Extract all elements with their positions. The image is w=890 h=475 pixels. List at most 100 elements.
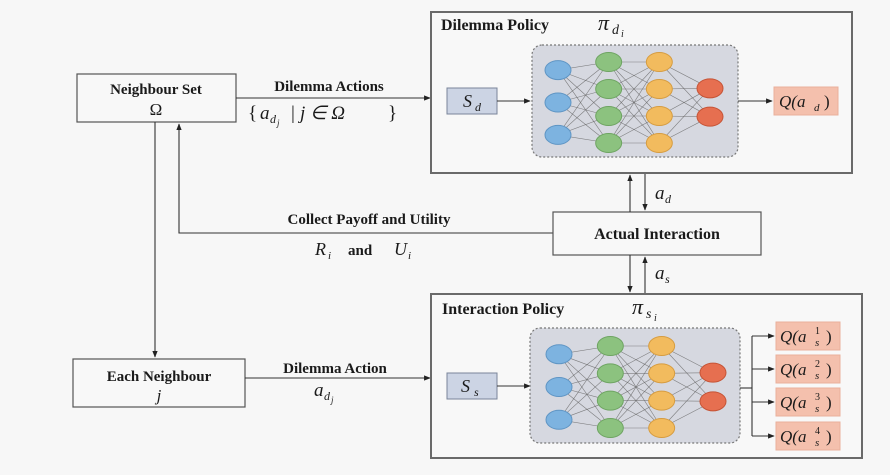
state-d-box: [446, 87, 498, 115]
network-edge: [608, 88, 660, 144]
q-close: ): [824, 92, 830, 111]
q-s-box: [775, 354, 841, 384]
math-rest: | j ∈ Ω: [290, 103, 345, 124]
math-r-sub: i: [328, 250, 331, 262]
network-edge: [608, 61, 660, 117]
dilemma-action-math: a d j: [314, 380, 334, 405]
math-sub: d: [665, 192, 672, 206]
network-node-layer-2: [595, 52, 623, 72]
network-edge: [558, 345, 611, 420]
network-node-layer-3: [645, 52, 673, 72]
q-sup: 2: [815, 359, 820, 370]
collect-payoff-math: R i and U i: [314, 239, 411, 262]
dilemma-actions-math: { a d j | j ∈ Ω }: [248, 103, 397, 128]
q-sub: s: [815, 403, 819, 415]
network-edge: [610, 373, 662, 429]
pi-symbol: π: [632, 294, 644, 319]
q-close: ): [826, 427, 832, 446]
math-sub-d: d: [270, 112, 277, 126]
state-s: S: [461, 376, 470, 396]
network-edge: [558, 354, 611, 429]
a-d-label: a d: [655, 183, 672, 206]
neighbour-set-title: Neighbour Set: [110, 82, 202, 98]
dilemma-action-label: Dilemma Action: [283, 361, 387, 377]
q-s-box: [775, 421, 841, 451]
q-text: Q(a: [780, 393, 806, 412]
network-edge: [557, 69, 609, 144]
network-node-layer-2: [596, 390, 624, 411]
network-node-layer-3: [645, 106, 673, 126]
math-subsub-j: j: [276, 118, 280, 128]
network-node-layer-2: [595, 79, 623, 99]
network-node-layer-4: [699, 362, 727, 383]
each-neighbour-box: [72, 358, 246, 408]
math-sub: s: [665, 272, 670, 286]
network-node-layer-1: [544, 92, 572, 113]
pi-sub: d: [612, 23, 620, 38]
math-subsub-j: j: [330, 395, 334, 405]
pi-subsub: i: [621, 29, 624, 40]
network-node-layer-1: [545, 344, 573, 365]
interaction-policy-title: Interaction Policy: [442, 301, 564, 318]
q-close: ): [826, 327, 832, 346]
network-node-layer-4: [696, 106, 724, 127]
network-node-layer-3: [648, 363, 676, 384]
collect-payoff-arrow: [176, 123, 553, 234]
state-s: S: [463, 91, 472, 111]
network-edge: [557, 61, 609, 136]
q-close: ): [826, 360, 832, 379]
neighbour-set-symbol: Ω: [150, 100, 163, 119]
network-edge: [610, 345, 662, 401]
pi-symbol: π: [598, 10, 610, 35]
math-sub-d: d: [324, 389, 331, 403]
network-node-layer-2: [596, 336, 624, 356]
q-s-box: [775, 321, 841, 351]
dilemma-actions-label: Dilemma Actions: [274, 79, 384, 95]
q-text: Q(a: [780, 327, 806, 346]
network-node-layer-4: [696, 78, 724, 99]
q-close: ): [826, 393, 832, 412]
math-a: a: [655, 263, 665, 284]
math-r: R: [314, 239, 326, 259]
dilemma-policy-panel: Dilemma Policy π d i S d Q(a d ): [430, 10, 853, 174]
network-node-layer-3: [645, 133, 673, 153]
math-a: a: [314, 380, 324, 401]
network-node-layer-3: [648, 336, 676, 356]
network-node-layer-2: [595, 133, 623, 153]
network-node-layer-3: [648, 418, 676, 438]
network-node-layer-1: [545, 409, 573, 430]
state-s-box: [446, 372, 498, 400]
actual-interaction-box: [552, 211, 762, 256]
q-sup: 3: [815, 392, 820, 403]
q-sup: 4: [815, 426, 820, 437]
network-node-layer-4: [699, 391, 727, 412]
pi-subsub: i: [654, 313, 657, 324]
each-neighbour-title: Each Neighbour: [107, 369, 212, 385]
network-edge: [661, 372, 714, 429]
math-u-sub: i: [408, 250, 411, 262]
math-and: and: [348, 243, 373, 259]
neighbour-set-box: [76, 73, 237, 123]
network-node-layer-1: [544, 124, 572, 145]
network-node-layer-3: [648, 390, 676, 411]
collect-payoff-label: Collect Payoff and Utility: [288, 212, 451, 228]
a-s-label: a s: [655, 263, 670, 286]
math-a: a: [260, 103, 270, 124]
q-d-box: [773, 86, 839, 116]
network-node-layer-2: [595, 106, 623, 126]
network-node-layer-1: [545, 377, 573, 397]
dilemma-network: [544, 52, 724, 153]
network-node-layer-2: [596, 363, 624, 384]
actual-interaction-label: Actual Interaction: [594, 226, 720, 243]
each-neighbour-node: Each Neighbour j: [72, 358, 246, 408]
each-neighbour-symbol: j: [155, 386, 162, 405]
brace-open: {: [248, 103, 257, 124]
pi-sub: s: [646, 307, 652, 322]
brace-close: }: [388, 103, 397, 124]
neighbour-set-node: Neighbour Set Ω: [76, 73, 237, 123]
math-u: U: [394, 239, 408, 259]
q-sup: 1: [815, 326, 820, 337]
